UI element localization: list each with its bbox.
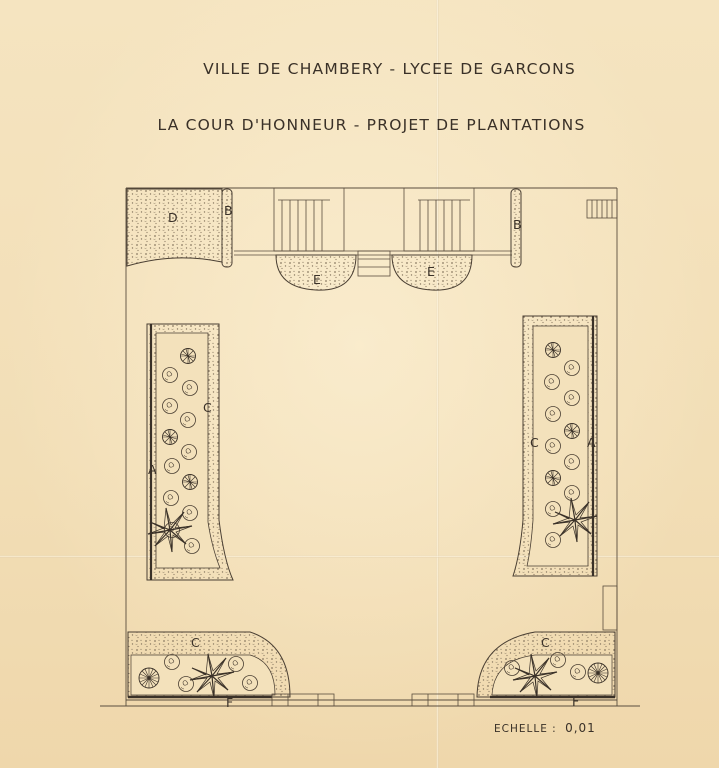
label-a-right: A xyxy=(587,435,596,450)
drawing-title: VILLE DE CHAMBERY - LYCEE DE GARCONS xyxy=(203,60,576,78)
bed-left-inner xyxy=(155,332,221,569)
hedge-b-left xyxy=(221,188,233,268)
scale-legend: ECHELLE : 0,01 xyxy=(494,721,596,735)
entrance-stairs xyxy=(234,187,618,277)
hedge-b-right xyxy=(510,188,522,268)
side-door xyxy=(602,585,618,631)
scale-label: ECHELLE : xyxy=(494,723,557,735)
label-c-bottom-right: C xyxy=(541,635,550,650)
bed-d xyxy=(126,188,223,267)
bed-c-bottom-right-inner xyxy=(491,654,613,696)
label-b-right: B xyxy=(513,217,522,232)
bottom-gates xyxy=(271,693,475,707)
label-a-left: A xyxy=(148,462,157,477)
bed-e-right xyxy=(391,254,473,291)
label-f-left: F xyxy=(226,695,233,710)
label-e-right: E xyxy=(427,264,435,279)
vertical-fold-line xyxy=(436,0,439,768)
label-b-left: B xyxy=(224,203,233,218)
label-f-right: F xyxy=(572,694,579,709)
horizontal-fold-line xyxy=(0,555,719,558)
label-c-bottom-left: C xyxy=(191,635,200,650)
scale-value: 0,01 xyxy=(565,721,596,735)
label-e-left: E xyxy=(313,272,321,287)
bed-e-left xyxy=(275,254,357,291)
drawing-subtitle: LA COUR D'HONNEUR - PROJET DE PLANTATION… xyxy=(157,116,586,134)
label-d: D xyxy=(168,210,178,225)
label-c-right: C xyxy=(530,435,539,450)
label-c-left: C xyxy=(203,400,212,415)
